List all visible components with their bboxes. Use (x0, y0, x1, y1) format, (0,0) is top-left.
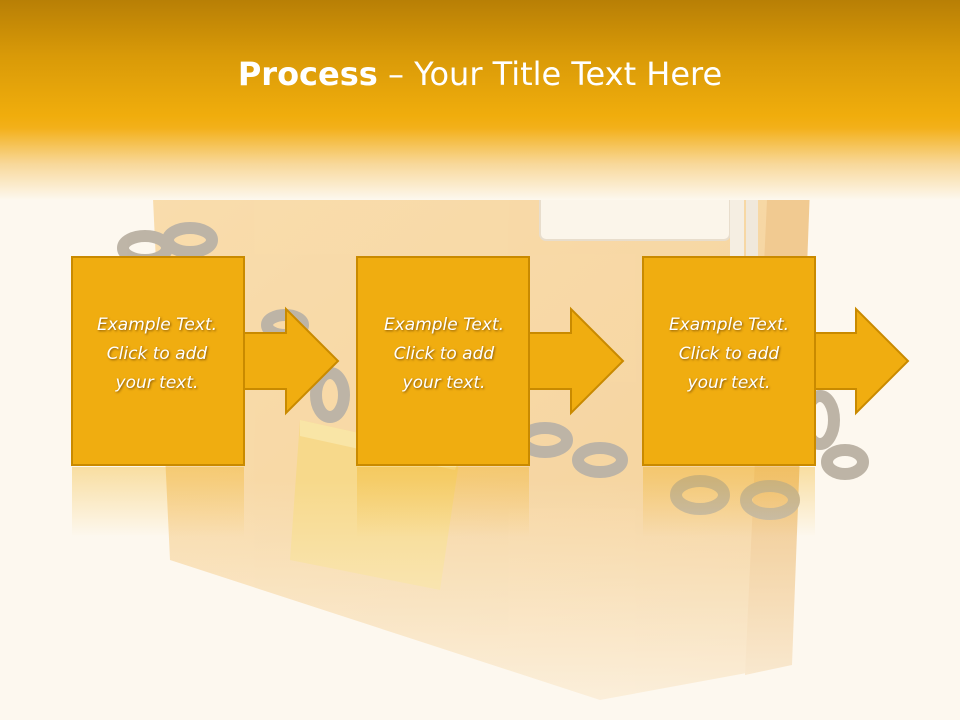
step-box-3 (642, 256, 816, 466)
step-text-2[interactable]: Example Text. Click to add your text. (359, 311, 529, 398)
title-rest: – Your Title Text Here (377, 55, 723, 93)
process-step-3[interactable] (642, 256, 910, 466)
step-text-line: Example Text. (96, 315, 218, 335)
step-box-2 (356, 256, 530, 466)
step-text-1[interactable]: Example Text. Click to add your text. (72, 311, 242, 398)
process-step-1[interactable] (71, 256, 340, 466)
step-text-line: Click to add (678, 344, 780, 364)
step-text-line: Click to add (393, 344, 495, 364)
arrow-3 (813, 306, 910, 416)
arrow-2 (527, 306, 625, 416)
slide-title[interactable]: Process – Your Title Text Here (0, 52, 960, 96)
step-text-line: your text. (115, 373, 199, 393)
reflections (72, 467, 815, 537)
arrow-1 (242, 306, 340, 416)
step-text-line: Example Text. (383, 315, 505, 335)
step-box-1 (71, 256, 245, 466)
process-step-2[interactable] (356, 256, 625, 466)
step-text-3[interactable]: Example Text. Click to add your text. (644, 311, 814, 398)
step-text-line: Example Text. (668, 315, 790, 335)
title-bar (0, 0, 960, 200)
step-text-line: your text. (687, 373, 771, 393)
step-text-line: Click to add (106, 344, 208, 364)
step-text-line: your text. (402, 373, 486, 393)
title-bold: Process (237, 55, 378, 93)
